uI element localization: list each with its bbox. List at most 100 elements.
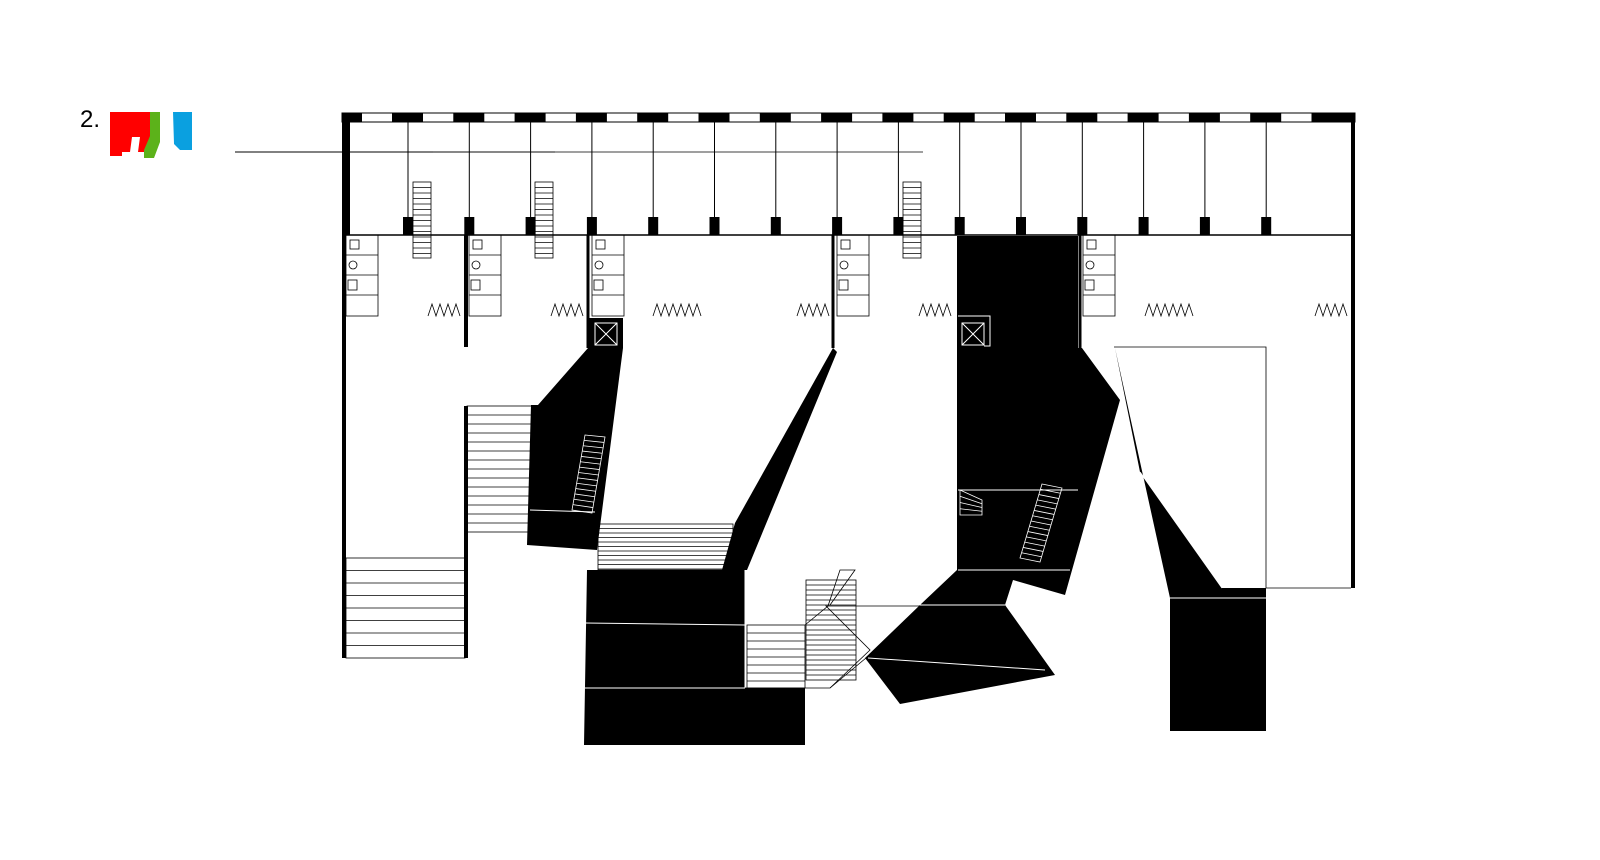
unit-stair (412, 181, 432, 259)
column (1016, 217, 1026, 235)
stair-tread (573, 498, 594, 503)
facade-pier (575, 113, 607, 122)
facade-pier (453, 113, 485, 122)
facade-pier (1250, 113, 1282, 122)
sink-icon (349, 239, 360, 250)
column (770, 217, 781, 235)
stair-lower (746, 624, 806, 689)
facade-pier (637, 113, 669, 122)
facade-wall (341, 112, 1356, 123)
core-right-large (865, 236, 1120, 704)
radiator-icon (918, 302, 952, 318)
facade-pier (342, 113, 362, 122)
figure-number-label: 2. (80, 106, 101, 133)
stair-tread (959, 508, 983, 512)
radiators (427, 302, 1348, 318)
color-key-icon (110, 112, 192, 158)
facade-pier (882, 113, 914, 122)
hob-icon (594, 260, 604, 270)
unit-partitions (403, 122, 1272, 235)
unit-stair (534, 181, 554, 259)
hob-icon (839, 260, 849, 270)
thin-outlines (586, 235, 1351, 689)
facade-pier (1005, 113, 1036, 122)
column (1261, 217, 1272, 235)
stair-tread (1026, 536, 1047, 542)
kitchen-unit (345, 234, 379, 317)
radiator-icon (550, 302, 584, 318)
stair-tread (1035, 504, 1056, 510)
stairs (235, 151, 923, 689)
column (464, 217, 475, 235)
stair-tread (575, 488, 596, 492)
stair-tread (578, 472, 599, 476)
radiator-icon (427, 302, 461, 318)
sink-icon (472, 239, 483, 250)
core-center (584, 570, 805, 745)
facade-pier (1312, 113, 1355, 122)
stair-tread (572, 504, 593, 508)
column (586, 217, 597, 235)
stair-tread (959, 502, 983, 508)
stair-tread (583, 445, 604, 449)
oven-icon (470, 279, 481, 291)
key-blue-shape (173, 112, 192, 150)
core-left (527, 318, 623, 550)
stair-tread (1030, 520, 1052, 526)
stair-tread (1038, 494, 1059, 499)
stair-tread (574, 493, 595, 498)
column (1138, 217, 1149, 235)
outer-walls (342, 113, 1355, 658)
stair-tread (584, 439, 605, 443)
wedge-right (1115, 348, 1266, 731)
column (954, 217, 965, 235)
kitchen-unit (591, 234, 625, 317)
facade-pier (821, 113, 853, 122)
core-stair-small (959, 489, 983, 516)
oven-icon (593, 279, 604, 291)
kitchen-unit (836, 234, 870, 317)
radiator-icon (652, 302, 702, 318)
stair-tread (1029, 525, 1050, 531)
kitchens (345, 234, 1116, 317)
column (1077, 217, 1088, 235)
key-red-shape (110, 112, 150, 156)
stair-tread (580, 461, 601, 465)
core-stair-left (571, 434, 606, 514)
facade-pier (1188, 113, 1220, 122)
lift-shafts (594, 315, 1109, 347)
facade-pier (698, 113, 730, 122)
hob-icon (1085, 260, 1095, 270)
facade-pier (759, 113, 791, 122)
stair-tread (1023, 547, 1044, 552)
white-details (529, 471, 1266, 689)
stair-tread (582, 450, 603, 454)
oven-icon (1084, 279, 1095, 291)
unit-stair (902, 181, 922, 259)
diagonal-wedge (722, 348, 837, 570)
radiator-icon (1144, 302, 1194, 318)
kitchen-unit (468, 234, 502, 317)
circulation-cores (527, 236, 1266, 745)
stair-tread (1040, 488, 1061, 494)
facade-pier (514, 113, 546, 122)
stair-tread (959, 495, 983, 505)
facade-pier (392, 113, 423, 122)
stair-tread (1024, 541, 1045, 547)
key-green-shape (144, 112, 160, 158)
radiator-icon (1314, 302, 1348, 318)
kitchen-unit (1082, 234, 1116, 317)
column (709, 217, 720, 235)
facade-pier (943, 113, 975, 122)
column (525, 217, 536, 235)
oven-icon (347, 279, 358, 291)
column (1199, 217, 1210, 235)
stair-tread (1021, 552, 1042, 558)
facade-pier (1127, 113, 1159, 122)
stair-tread (577, 477, 598, 481)
oven-icon (838, 279, 849, 291)
core-stair-right (1019, 483, 1063, 563)
column (832, 217, 843, 235)
hob-icon (471, 260, 481, 270)
